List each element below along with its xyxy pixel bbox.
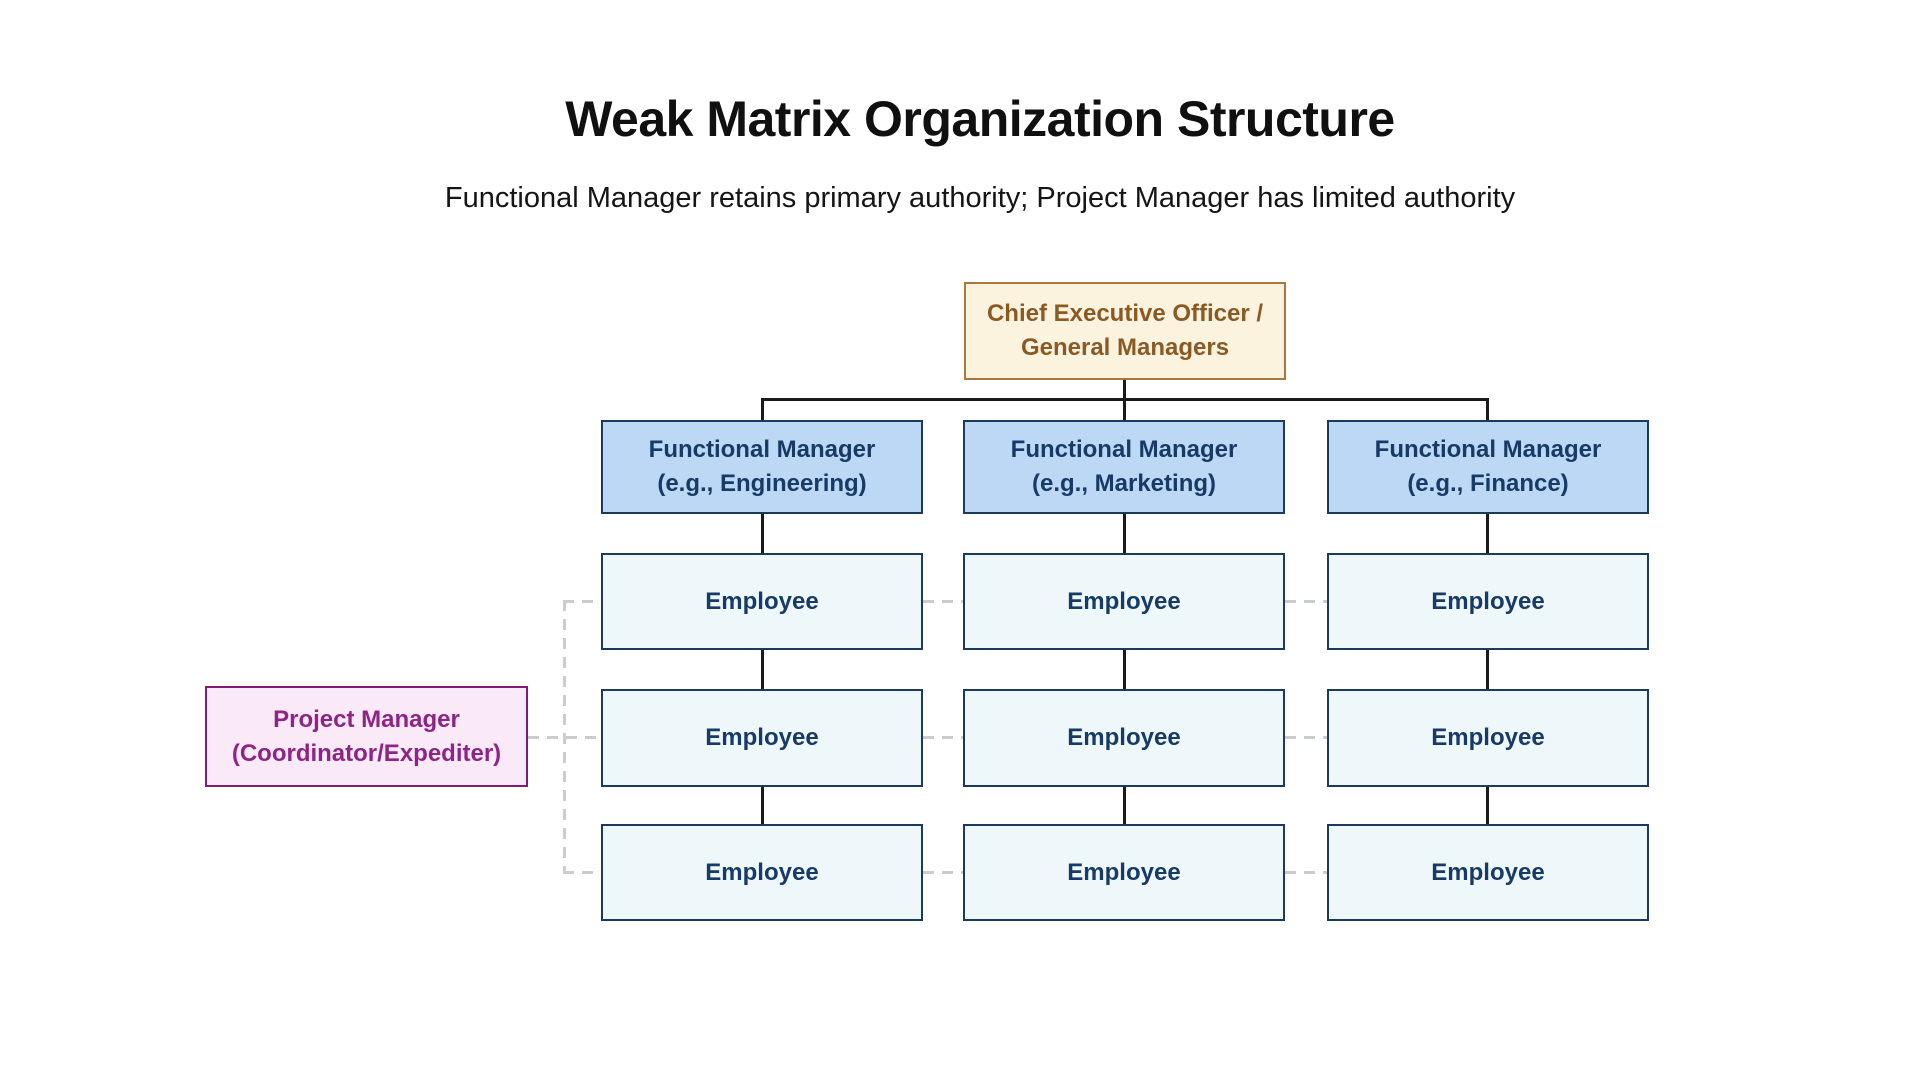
- node-employee-label: Employee: [705, 587, 819, 615]
- node-ceo-line1: Chief Executive Officer /: [986, 300, 1264, 327]
- node-employee-r2c1: Employee: [601, 689, 923, 787]
- node-employee-r2c2: Employee: [963, 689, 1285, 787]
- connector-drop-finance: [1486, 398, 1489, 422]
- connector-col2-fm-emp1: [1123, 512, 1126, 555]
- connector-col1-fm-emp1: [761, 512, 764, 555]
- node-fm-marketing-line1: Functional Manager: [1010, 436, 1238, 463]
- connector-col2-emp1-emp2: [1123, 649, 1126, 691]
- node-fm-engineering-line2: (e.g., Engineering): [657, 470, 867, 497]
- connector-col3-fm-emp1: [1486, 512, 1489, 555]
- node-employee-r3c3: Employee: [1327, 824, 1649, 921]
- dashed-link-row1-col1-col2: [923, 600, 963, 603]
- node-ceo-line2: General Managers: [1020, 334, 1230, 361]
- node-employee-label: Employee: [705, 858, 819, 886]
- node-employee-label: Employee: [705, 724, 819, 751]
- node-employee-r1c3: Employee: [1327, 553, 1649, 650]
- connector-col2-emp2-emp3: [1123, 786, 1126, 826]
- node-fm-finance-line1: Functional Manager: [1374, 436, 1602, 463]
- node-employee-label: Employee: [1431, 858, 1545, 886]
- node-functional-manager-marketing: Functional Manager (e.g., Marketing): [963, 420, 1285, 514]
- dashed-pm-stub-row1: [563, 600, 601, 603]
- dashed-link-row1-col2-col3: [1285, 600, 1327, 603]
- node-employee-r3c1: Employee: [601, 824, 923, 921]
- node-ceo: Chief Executive Officer / General Manage…: [964, 282, 1286, 380]
- connector-drop-marketing: [1123, 398, 1126, 422]
- node-employee-label: Employee: [1431, 587, 1545, 615]
- node-fm-marketing-line2: (e.g., Marketing): [1031, 470, 1217, 497]
- connector-col3-emp2-emp3: [1486, 786, 1489, 826]
- node-pm-line1: Project Manager: [273, 705, 460, 733]
- node-employee-label: Employee: [1067, 587, 1181, 615]
- node-employee-label: Employee: [1067, 724, 1181, 751]
- node-employee-r1c2: Employee: [963, 553, 1285, 650]
- dashed-pm-stub-row3: [563, 871, 601, 874]
- connector-drop-engineering: [761, 398, 764, 422]
- node-employee-r3c2: Employee: [963, 824, 1285, 921]
- connector-ceo-stem: [1123, 380, 1126, 400]
- node-functional-manager-engineering: Functional Manager (e.g., Engineering): [601, 420, 923, 514]
- node-employee-label: Employee: [1067, 858, 1181, 886]
- dashed-link-row2-col2-col3: [1285, 736, 1327, 739]
- dashed-pm-to-row2: [528, 736, 601, 739]
- node-project-manager: Project Manager (Coordinator/Expediter): [205, 686, 528, 787]
- connector-col3-emp1-emp2: [1486, 649, 1489, 691]
- node-functional-manager-finance: Functional Manager (e.g., Finance): [1327, 420, 1649, 514]
- dashed-link-row2-col1-col2: [923, 736, 963, 739]
- node-employee-label: Employee: [1431, 724, 1545, 751]
- node-pm-line2: (Coordinator/Expediter): [231, 739, 502, 767]
- dashed-link-row3-col1-col2: [923, 871, 963, 874]
- dashed-link-row3-col2-col3: [1285, 871, 1327, 874]
- node-employee-r1c1: Employee: [601, 553, 923, 650]
- node-fm-engineering-line1: Functional Manager: [648, 436, 876, 463]
- connector-col1-emp2-emp3: [761, 786, 764, 826]
- node-fm-finance-line2: (e.g., Finance): [1407, 470, 1569, 497]
- page-subtitle: Functional Manager retains primary autho…: [444, 182, 1516, 214]
- node-employee-r2c3: Employee: [1327, 689, 1649, 787]
- page-title: Weak Matrix Organization Structure: [565, 91, 1395, 147]
- connector-col1-emp1-emp2: [761, 649, 764, 691]
